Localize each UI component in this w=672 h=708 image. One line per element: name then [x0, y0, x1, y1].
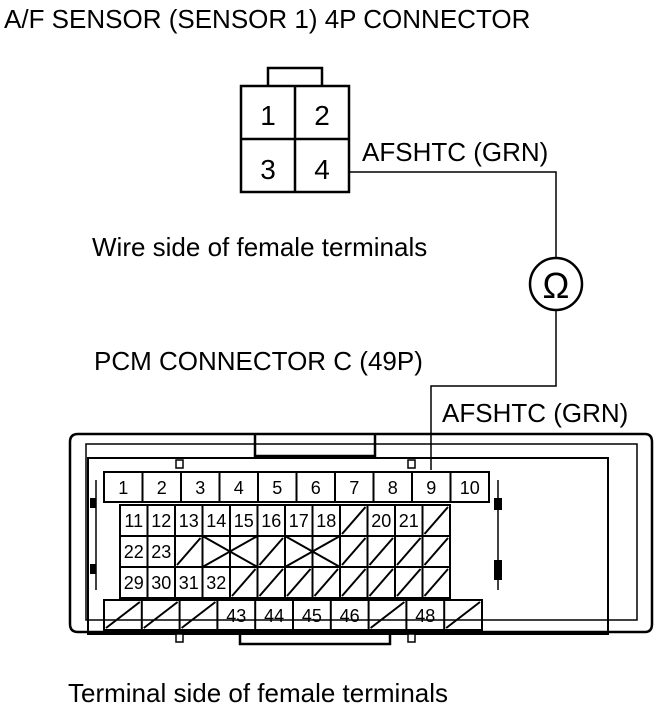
pcm-connector	[68, 432, 654, 646]
empty-cell-slash	[313, 568, 339, 597]
empty-cell-slash	[143, 601, 179, 629]
pcm-terminal-16: 16	[261, 511, 281, 531]
sensor-terminal-numbers: 1 2 3 4	[260, 100, 330, 185]
empty-cell-slash	[396, 568, 422, 597]
empty-cell-cross	[202, 535, 258, 568]
pcm-terminal-32: 32	[206, 573, 226, 593]
pcm-bottom-key	[238, 634, 392, 646]
sensor-terminal-3: 3	[260, 154, 276, 185]
pcm-terminal-10: 10	[460, 478, 480, 498]
pcm-terminal-8: 8	[388, 478, 398, 498]
empty-cell-slash	[341, 506, 367, 535]
pcm-latch-marks	[90, 459, 502, 643]
sensor-terminal-1: 1	[260, 100, 276, 131]
empty-cell-slash	[258, 568, 284, 597]
pcm-top-key	[253, 434, 377, 458]
wire-lower	[430, 310, 557, 470]
pcm-terminal-17: 17	[289, 511, 309, 531]
pcm-terminal-12: 12	[151, 511, 171, 531]
empty-cell-slash	[105, 601, 141, 629]
empty-cell-slash	[176, 537, 202, 566]
pcm-terminal-3: 3	[195, 478, 205, 498]
pcm-terminal-43: 43	[226, 606, 246, 626]
pcm-terminal-29: 29	[124, 573, 144, 593]
empty-cell-cross	[284, 535, 341, 568]
empty-cell-slash	[369, 601, 406, 629]
pcm-connector-title: PCM CONNECTOR C (49P)	[94, 346, 423, 376]
empty-cell-slash	[180, 601, 217, 629]
sensor-terminal-4: 4	[314, 154, 330, 185]
ohm-symbol: Ω	[543, 265, 570, 306]
empty-cell-slash	[396, 537, 422, 566]
sensor-wire-label: AFSHTC (GRN)	[362, 137, 549, 167]
pcm-terminal-7: 7	[349, 478, 359, 498]
pcm-terminal-15: 15	[234, 511, 254, 531]
pcm-terminal-30: 30	[151, 573, 171, 593]
pcm-terminal-23: 23	[151, 542, 171, 562]
empty-cell-slash	[231, 568, 257, 597]
empty-cell-slash	[423, 506, 449, 535]
pcm-connector-caption: Terminal side of female terminals	[68, 678, 449, 708]
sensor-connector	[239, 66, 351, 194]
pcm-terminal-9: 9	[426, 478, 436, 498]
empty-cell-slash	[423, 568, 449, 597]
pcm-terminal-31: 31	[179, 573, 199, 593]
pcm-terminal-22: 22	[124, 542, 144, 562]
pcm-terminal-5: 5	[272, 478, 282, 498]
sensor-connector-title: A/F SENSOR (SENSOR 1) 4P CONNECTOR	[4, 4, 531, 34]
empty-cell-slash	[258, 537, 284, 566]
empty-cell-slash	[445, 601, 481, 629]
sensor-connector-latch	[266, 66, 324, 86]
pcm-terminal-18: 18	[316, 511, 336, 531]
empty-cell-slash	[423, 537, 449, 566]
pcm-wire-label: AFSHTC (GRN)	[442, 398, 629, 428]
pcm-terminal-46: 46	[340, 606, 360, 626]
test-wire	[349, 171, 557, 470]
sensor-connector-caption: Wire side of female terminals	[92, 232, 428, 262]
empty-cell-slash	[341, 568, 367, 597]
empty-cell-slash	[341, 537, 367, 566]
pcm-terminal-20: 20	[371, 511, 391, 531]
empty-cell-slash	[368, 568, 394, 597]
pcm-terminal-45: 45	[302, 606, 322, 626]
pcm-inner-body	[87, 457, 609, 635]
sensor-terminal-2: 2	[314, 100, 330, 131]
empty-cell-slash	[368, 537, 394, 566]
ohmmeter-icon: Ω	[528, 256, 584, 312]
pcm-outer-shell	[68, 432, 654, 634]
wire-upper	[349, 171, 557, 258]
pcm-terminal-1: 1	[118, 478, 128, 498]
pcm-terminal-6: 6	[311, 478, 321, 498]
pcm-terminal-48: 48	[415, 606, 435, 626]
pcm-terminal-21: 21	[399, 511, 419, 531]
pcm-terminal-2: 2	[157, 478, 167, 498]
pcm-terminal-grid	[103, 471, 490, 631]
pcm-terminal-14: 14	[206, 511, 226, 531]
pcm-terminal-44: 44	[264, 606, 284, 626]
pcm-terminal-13: 13	[179, 511, 199, 531]
pcm-terminal-11: 11	[124, 511, 143, 531]
pcm-terminal-4: 4	[234, 478, 244, 498]
empty-cell-slash	[286, 568, 312, 597]
